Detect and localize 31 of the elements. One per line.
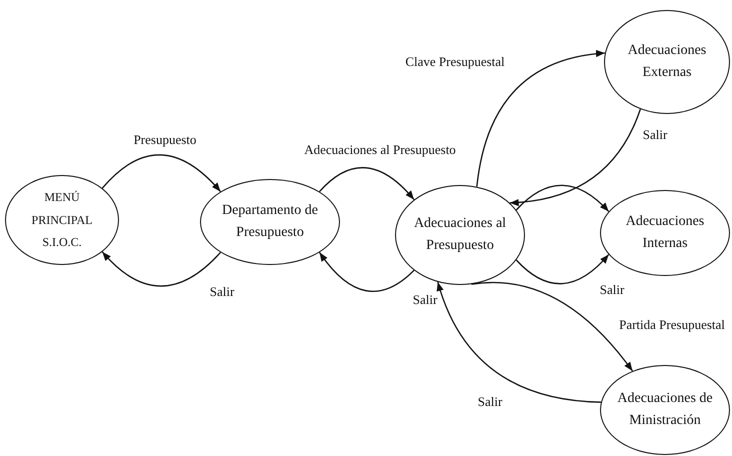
arrow bbox=[102, 251, 221, 287]
edge-label: Partida Presupuestal bbox=[618, 318, 726, 332]
node-label: Departamento de Presupuesto bbox=[220, 202, 319, 242]
arrow bbox=[516, 184, 610, 212]
edge-label: Salir bbox=[412, 292, 438, 308]
arrow bbox=[437, 282, 602, 403]
state-ellipse bbox=[5, 175, 119, 265]
state-ellipse bbox=[200, 179, 340, 265]
state-ellipse bbox=[395, 185, 525, 285]
edge-label: Clave Presupuestal bbox=[404, 54, 506, 70]
node-label: Adecuaciones de Ministración bbox=[616, 390, 714, 430]
edge-label: Salir bbox=[208, 284, 236, 300]
arrow bbox=[516, 254, 610, 284]
edge-label: Adecuaciones al Presupuesto bbox=[303, 142, 457, 158]
edge-label: Salir bbox=[476, 394, 504, 410]
node-label: MENÚ PRINCIPAL S.I.O.C. bbox=[30, 188, 94, 252]
arrow bbox=[510, 108, 641, 206]
node-label: Adecuaciones al Presupuesto bbox=[412, 214, 508, 255]
edge-label: Salir bbox=[598, 282, 626, 298]
state-ellipse bbox=[604, 10, 730, 114]
state-ellipse bbox=[600, 190, 730, 276]
arrow bbox=[471, 282, 634, 372]
edge-label: Presupuesto bbox=[132, 132, 198, 148]
arrow bbox=[476, 50, 606, 187]
node-label: Adecuaciones Externas bbox=[626, 42, 708, 82]
arrow bbox=[318, 252, 414, 292]
state-ellipse bbox=[600, 365, 730, 455]
node-label: Adecuaciones Internas bbox=[624, 212, 706, 253]
edge-label: Salir bbox=[642, 128, 668, 142]
arrow bbox=[102, 154, 221, 192]
arrow bbox=[319, 167, 415, 200]
